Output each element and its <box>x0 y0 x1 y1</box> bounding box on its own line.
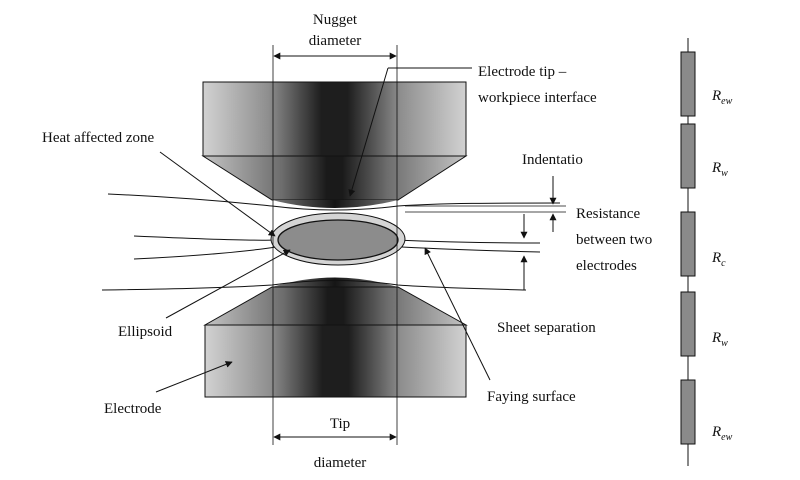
resistance-label-1: Resistance <box>576 206 640 222</box>
resistor-label-5: Rew <box>711 424 733 443</box>
upper-electrode-tip <box>272 200 398 208</box>
resistance-label-2: between two <box>576 232 652 248</box>
resistance-label-3: electrodes <box>576 258 637 274</box>
resistor-1 <box>680 51 696 117</box>
resistor-label-3: Rc <box>711 250 726 269</box>
ellipsoid-leader <box>165 249 291 319</box>
resistor-label-2: Rw <box>711 160 728 179</box>
lower-electrode-body <box>204 324 467 398</box>
nugget-diameter-label-1: Nugget <box>313 12 358 28</box>
upper-electrode <box>201 81 468 208</box>
sheet-separation-label: Sheet separation <box>497 320 596 336</box>
lower-electrode-tip <box>272 277 398 287</box>
resistor-3 <box>680 211 696 277</box>
upper-sheet-bottom-left <box>133 235 276 241</box>
faying-surface-leader <box>424 247 491 381</box>
nugget-diameter-label-2: diameter <box>309 33 361 49</box>
nugget-ellipsoid-shape <box>277 219 399 261</box>
resistor-label-4: Rw <box>711 330 728 349</box>
ellipsoid-label: Ellipsoid <box>118 324 173 340</box>
heat-affected-zone-label: Heat affected zone <box>42 130 154 146</box>
tip-diameter-label-1: Tip <box>330 416 350 432</box>
lower-sheet-bottom <box>101 280 527 291</box>
electrode-tip-label-1: Electrode tip – <box>478 64 567 80</box>
faying-surface-label: Faying surface <box>487 389 576 405</box>
lower-electrode <box>203 277 468 398</box>
indentation-label: Indentatio <box>522 152 583 168</box>
upper-electrode-taper <box>201 155 468 201</box>
electrode-label: Electrode <box>104 401 162 417</box>
resistor-label-1: Rew <box>711 88 733 107</box>
lower-sheet-top-left <box>133 246 277 260</box>
heat-affected-zone-leader <box>159 151 276 237</box>
electrode-leader <box>155 361 233 393</box>
lower-sheet-top-right <box>401 246 541 253</box>
upper-sheet-bottom-right <box>394 239 541 244</box>
resistor-5 <box>680 379 696 445</box>
resistor-2 <box>680 123 696 189</box>
electrode-tip-label-2: workpiece interface <box>478 90 597 106</box>
sheets <box>101 193 561 291</box>
electrode-tip-leader <box>348 67 389 197</box>
lower-electrode-taper <box>203 286 468 326</box>
resistor-4 <box>680 291 696 357</box>
upper-electrode-body <box>202 81 467 157</box>
tip-diameter-label-2: diameter <box>314 455 366 471</box>
upper-sheet-top <box>107 193 561 211</box>
